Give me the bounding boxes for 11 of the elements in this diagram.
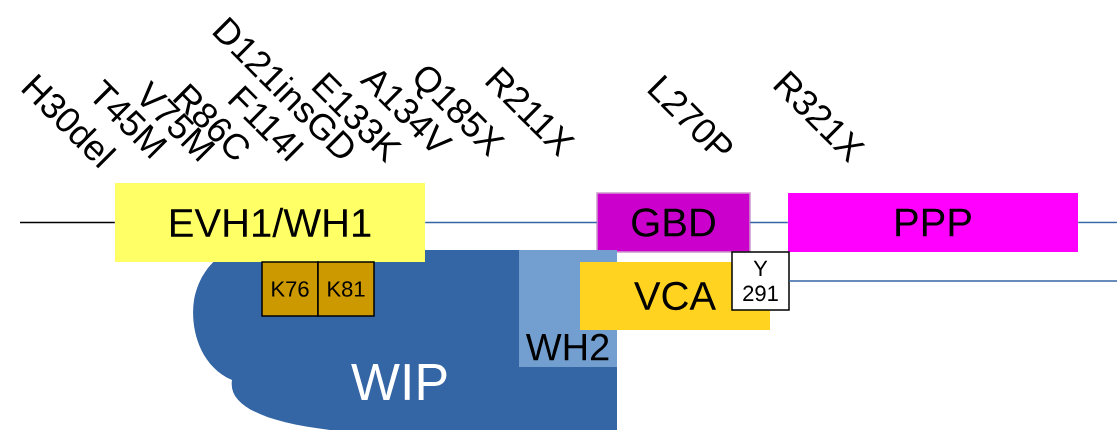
backbone-line xyxy=(749,221,789,224)
residue-box: K81 xyxy=(317,261,375,317)
backbone-line xyxy=(788,280,1117,282)
backbone-line xyxy=(19,221,116,224)
domain-box: EVH1/WH1 xyxy=(115,183,425,262)
residue-box: Y 291 xyxy=(731,251,790,311)
domain-box: PPP xyxy=(788,193,1078,252)
backbone-line xyxy=(1077,221,1117,224)
backbone-line xyxy=(424,221,598,224)
domain-box: GBD xyxy=(596,192,751,253)
residue-box: K76 xyxy=(261,261,319,317)
